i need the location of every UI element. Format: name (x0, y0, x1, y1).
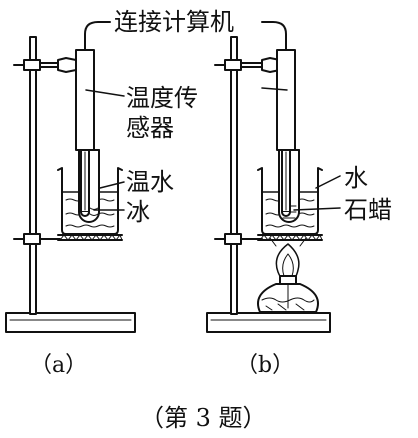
figure-caption: （第 3 题） (140, 404, 267, 432)
apparatus-a (5, 21, 136, 333)
sub-caption-a: （a） (30, 353, 87, 378)
stand-base-a (5, 312, 136, 333)
apparatus-b (206, 21, 331, 333)
label-wax: 石蜡 (344, 196, 392, 224)
alcohol-lamp-b (257, 275, 319, 313)
lower-clamp-b (214, 233, 263, 245)
wire-gauze-b (257, 234, 323, 241)
upper-clamp-b (214, 57, 281, 73)
stand-rod-b (230, 36, 238, 315)
label-ice: 冰 (126, 198, 150, 226)
label-water: 水 (344, 164, 368, 192)
stand-base-b (206, 312, 331, 333)
sub-caption-b: （b） (236, 353, 294, 378)
temperature-sensor-a (75, 49, 95, 217)
cable-b (261, 21, 287, 51)
lamp-fuel (261, 297, 315, 303)
label-connect-computer: 连接计算机 (114, 8, 234, 36)
cable-a (84, 21, 111, 51)
upper-clamp-a (13, 57, 77, 73)
leader-lines (85, 87, 341, 211)
label-warm-water: 温水 (126, 168, 174, 196)
beaker-a (57, 167, 123, 235)
stand-rod-a (29, 36, 37, 315)
label-sensor-line2: 感器 (126, 114, 174, 142)
lower-clamp-a (13, 233, 61, 245)
label-sensor-line1: 温度传 (126, 84, 198, 112)
wire-gauze-a (57, 234, 123, 241)
